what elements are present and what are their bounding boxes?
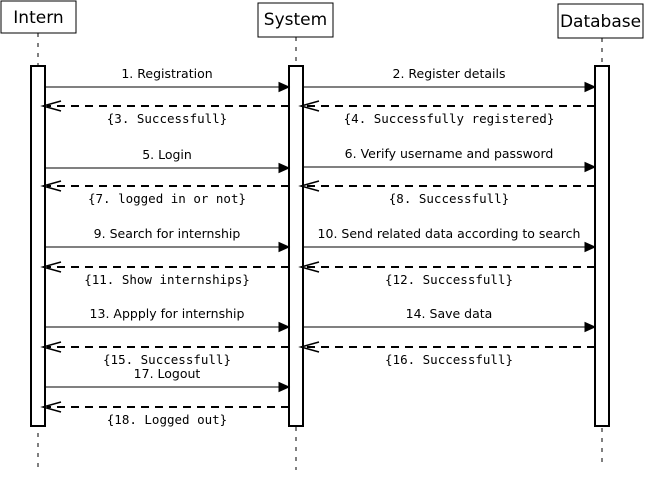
arrow-head [584,161,597,173]
arrow-head [584,241,597,253]
message-18: {18. Logged out} [40,401,289,427]
message-6: 6. Verify username and password [303,146,597,173]
message-label: 9. Search for internship [94,226,241,241]
open-arrow-head [40,401,62,413]
arrow-head [278,81,291,93]
actor-system-label: System [264,10,327,30]
arrow-head [584,81,597,93]
message-2: 2. Register details [303,66,597,93]
activation-database [594,65,610,427]
message-16: {16. Successfull} [298,341,595,367]
reply-label: {16. Successfull} [385,352,513,367]
message-14: 14. Save data [303,306,597,333]
message-11: {11. Show internships} [40,261,289,287]
open-arrow-head [298,261,320,273]
reply-label: {3. Successfull} [107,111,227,126]
actor-system: System [257,2,334,38]
arrow-head [278,241,291,253]
message-label: 10. Send related data according to searc… [318,226,581,241]
message-label: 13. Appply for internship [90,306,245,321]
open-arrow-head [40,180,62,192]
open-arrow-head [298,100,320,112]
message-label: 5. Login [142,147,192,162]
message-label: 14. Save data [406,306,493,321]
actor-intern-label: Intern [13,8,63,28]
reply-label: {15. Successfull} [103,352,231,367]
messages-group: 1. Registration 2. Register details {3. Su… [40,66,597,427]
actor-system-box [257,2,334,38]
reply-label: {4. Successfully registered} [344,111,555,126]
activation-system [288,65,304,427]
actor-intern: Intern [0,0,77,34]
arrow-head [278,162,291,174]
message-10: 10. Send related data according to searc… [303,226,597,253]
open-arrow-head [40,261,62,273]
message-label: 2. Register details [393,66,506,81]
message-3: {3. Successfull} [40,100,289,126]
actor-database-box [557,3,644,39]
arrow-head [278,381,291,393]
message-15: {15. Successfull} [40,341,289,367]
message-4: {4. Successfully registered} [298,100,595,126]
message-9: 9. Search for internship [45,226,291,253]
open-arrow-head [298,341,320,353]
activation-intern [30,65,46,427]
message-13: 13. Appply for internship [45,306,291,333]
reply-label: {11. Show internships} [84,272,250,287]
message-5: 5. Login [45,147,291,174]
open-arrow-head [40,100,62,112]
message-17: 17. Logout [45,366,291,393]
open-arrow-head [40,341,62,353]
message-label: 17. Logout [134,366,201,381]
reply-label: {18. Logged out} [107,412,227,427]
message-label: 6. Verify username and password [345,146,554,161]
reply-label: {8. Successfull} [389,191,509,206]
reply-label: {7. logged in or not} [88,191,246,206]
actor-intern-box [0,0,77,34]
actor-database-label: Database [560,12,641,32]
message-12: {12. Successfull} [298,261,595,287]
open-arrow-head [298,180,320,192]
message-8: {8. Successfull} [298,180,595,206]
arrow-head [584,321,597,333]
arrow-head [278,321,291,333]
message-label: 1. Registration [121,66,212,81]
reply-label: {12. Successfull} [385,272,513,287]
actor-database: Database [557,3,644,39]
message-7: {7. logged in or not} [40,180,289,206]
message-1: 1. Registration [45,66,291,93]
